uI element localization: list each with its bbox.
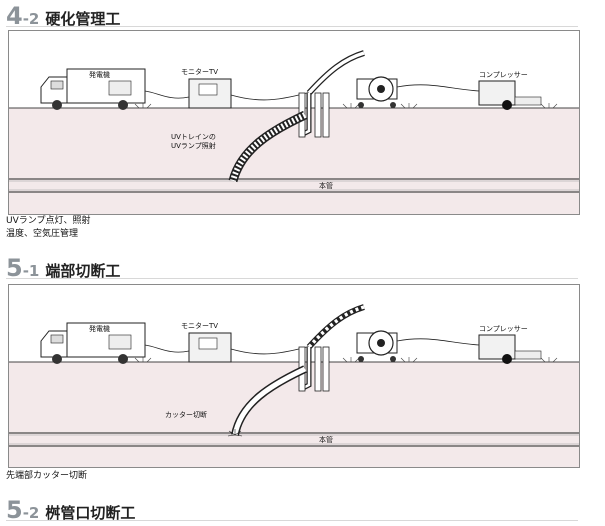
inner-label-1: UVトレインの xyxy=(171,133,216,141)
heading-rule xyxy=(6,278,578,279)
cutter-label: カッター切断 xyxy=(165,410,207,419)
cable xyxy=(396,338,480,346)
compressor xyxy=(478,334,542,364)
step-heading-5-1: 5 -1 端部切断工 xyxy=(6,254,120,282)
diagram-5-1: 本管 発電機 モニターTV xyxy=(9,304,579,467)
ground xyxy=(9,362,579,467)
cutter-sparks xyxy=(227,429,243,437)
heading-rule xyxy=(6,520,578,521)
generator-label: 発電機 xyxy=(89,324,110,333)
step-heading-5-2: 5 -2 桝管口切断工 xyxy=(6,496,135,524)
main-pipe xyxy=(9,178,579,193)
diagram-panel-5-1: 本管 発電機 モニターTV xyxy=(8,284,580,468)
compressor-label: コンプレッサー xyxy=(479,71,528,79)
cable xyxy=(396,84,480,92)
monitor-unit xyxy=(188,78,232,109)
main-pipe-label: 本管 xyxy=(319,435,333,444)
ground xyxy=(9,108,579,214)
compressor-reel xyxy=(356,330,398,362)
step-number: 4 xyxy=(6,2,23,30)
liner-tube-inner xyxy=(230,112,307,182)
main-pipe xyxy=(9,432,579,447)
step-subnumber: -2 xyxy=(22,10,40,28)
grass-marks xyxy=(134,103,558,109)
step-title: 桝管口切断工 xyxy=(45,504,136,522)
diagram-4-2: 本管 発電機 モニターTV xyxy=(9,50,579,214)
step-number: 5 xyxy=(6,254,23,282)
caption-line: 温度、空気圧管理 xyxy=(6,229,79,239)
caption-4-2: UVランプ点灯、照射 温度、空気圧管理 xyxy=(6,215,90,241)
caption-5-1: 先端部カッター切断 xyxy=(6,470,87,483)
inner-label-2: UVランプ照射 xyxy=(171,141,216,150)
cable xyxy=(144,90,190,99)
heading-rule xyxy=(6,26,578,27)
step-title: 端部切断工 xyxy=(45,262,121,280)
monitor-label: モニターTV xyxy=(181,67,218,76)
diagram-panel-4-2: 本管 発電機 モニターTV xyxy=(8,30,580,215)
generator-label: 発電機 xyxy=(89,70,110,79)
step-title: 硬化管理工 xyxy=(45,10,121,28)
generator-truck xyxy=(40,68,146,110)
caption-line: 先端部カッター切断 xyxy=(6,471,88,481)
step-number: 5 xyxy=(6,496,23,524)
compressor xyxy=(478,80,542,110)
generator-truck xyxy=(40,322,146,364)
compressor-reel xyxy=(356,76,398,108)
step-subnumber: -1 xyxy=(22,262,40,280)
liner-tube-inner xyxy=(232,366,307,436)
monitor-label: モニターTV xyxy=(181,321,218,330)
caption-line: UVランプ点灯、照射 xyxy=(6,216,91,226)
monitor-unit xyxy=(188,332,232,363)
step-heading-4-2: 4 -2 硬化管理工 xyxy=(6,2,120,30)
compressor-label: コンプレッサー xyxy=(479,325,528,333)
main-pipe-label: 本管 xyxy=(319,181,333,190)
cable xyxy=(144,344,190,353)
grass-marks xyxy=(134,357,558,363)
step-subnumber: -2 xyxy=(22,504,40,522)
